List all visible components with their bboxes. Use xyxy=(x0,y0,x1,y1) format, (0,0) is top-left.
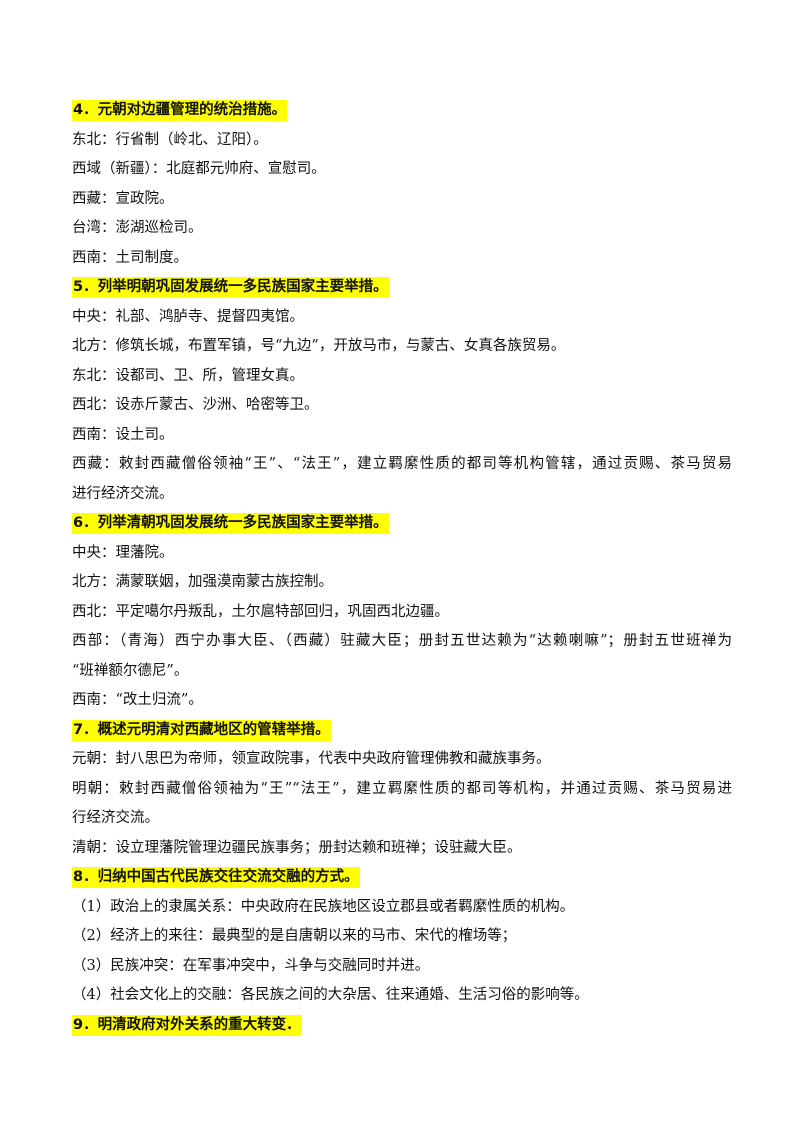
list-item: （3）民族冲突：在军事冲突中，斗争与交融同时并进。 xyxy=(72,957,430,974)
text-line: 中央：理藩院。 xyxy=(72,544,174,561)
paragraph-line-1: 西部：（青海）西宁办事大臣、（西藏）驻藏大臣；册封五世达赖为“达赖喇嘛”；册封五… xyxy=(72,633,732,649)
section-heading-6: 6．列举清朝巩固发展统一多民族国家主要举措。 xyxy=(72,513,389,535)
text-line: 台湾：澎湖巡检司。 xyxy=(72,220,203,236)
wrapped-paragraph: 西藏：敕封西藏僧俗领袖“王”、“法王”，建立羁縻性质的都司等机构管辖，通过贡赐、… xyxy=(72,450,732,509)
paragraph-line-1: 明朝：敕封西藏僧俗领袖为“王”“法王”，建立羁縻性质的都司等机构，并通过贡赐、茶… xyxy=(72,780,732,797)
text-line: 北方：修筑长城，布置军镇，号“九边”，开放马市，与蒙古、女真各族贸易。 xyxy=(72,338,566,354)
text-line: 中央：礼部、鸿胪寺、提督四夷馆。 xyxy=(72,308,304,325)
paragraph-line-2: 进行经济交流。 xyxy=(72,485,174,502)
text-line: 东北：设都司、卫、所，管理女真。 xyxy=(72,367,304,384)
text-line: 元朝：封八思巴为帝师，领宣政院事，代表中央政府管理佛教和藏族事务。 xyxy=(72,751,551,767)
text-line: 西北：设赤斤蒙古、沙洲、哈密等卫。 xyxy=(72,397,319,413)
section-heading-4: 4．元朝对边疆管理的统治措施。 xyxy=(72,100,288,122)
text-line: 西南：土司制度。 xyxy=(72,249,188,266)
text-line: 清朝：设立理藩院管理边疆民族事务；册封达赖和班禅；设驻藏大臣。 xyxy=(72,839,522,856)
list-item: （2）经济上的来往：最典型的是自唐朝以来的马市、宋代的榷场等； xyxy=(72,928,517,944)
wrapped-paragraph: 明朝：敕封西藏僧俗领袖为“王”“法王”，建立羁縻性质的都司等机构，并通过贡赐、茶… xyxy=(72,775,732,834)
text-line: 西藏：宣政院。 xyxy=(72,190,174,207)
paragraph-line-2: 行经济交流。 xyxy=(72,810,159,826)
text-line: 西南：“改土归流”。 xyxy=(72,692,203,708)
section-heading-5: 5．列举明朝巩固发展统一多民族国家主要举措。 xyxy=(72,277,389,299)
text-line: 西域（新疆）：北庭都元帅府、宣慰司。 xyxy=(72,161,326,177)
text-line: 北方：满蒙联姻，加强漠南蒙古族控制。 xyxy=(72,574,333,590)
paragraph-line-1: 西藏：敕封西藏僧俗领袖“王”、“法王”，建立羁縻性质的都司等机构管辖，通过贡赐、… xyxy=(72,456,732,472)
list-item: （1）政治上的隶属关系：中央政府在民族地区设立郡县或者羁縻性质的机构。 xyxy=(72,898,575,915)
paragraph-line-2: “班禅额尔德尼”。 xyxy=(72,662,189,679)
section-heading-7: 7．概述元明清对西藏地区的管辖举措。 xyxy=(72,719,331,741)
list-item: （4）社会文化上的交融：各民族之间的大杂居、往来通婚、生活习俗的影响等。 xyxy=(72,987,589,1003)
text-line: 西南：设土司。 xyxy=(72,426,174,443)
text-line: 西北：平定噶尔丹叛乱，土尔扈特部回归，巩固西北边疆。 xyxy=(72,603,449,620)
text-line: 东北：行省制（岭北、辽阳）。 xyxy=(72,131,268,148)
section-heading-8: 8．归纳中国古代民族交往交流交融的方式。 xyxy=(72,867,360,889)
document-body: 4．元朝对边疆管理的统治措施。 东北：行省制（岭北、辽阳）。 西域（新疆）：北庭… xyxy=(72,96,732,1040)
wrapped-paragraph: 西部：（青海）西宁办事大臣、（西藏）驻藏大臣；册封五世达赖为“达赖喇嘛”；册封五… xyxy=(72,627,732,686)
section-heading-9: 9．明清政府对外关系的重大转变． xyxy=(72,1014,302,1036)
